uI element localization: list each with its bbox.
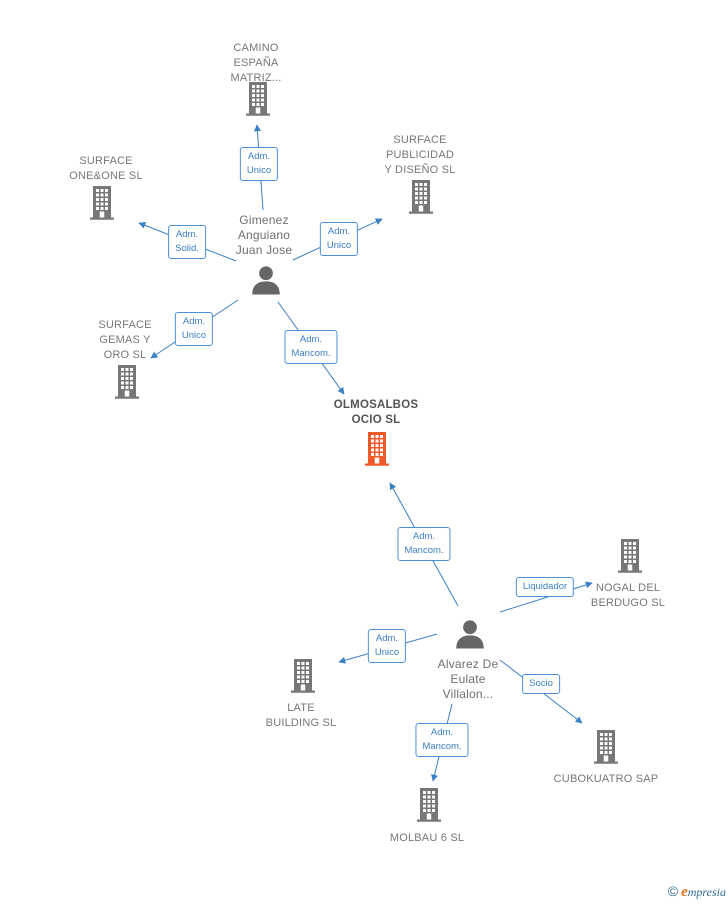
edge-label-alvarez-olmosalbos[interactable]: Adm. Mancom.	[397, 527, 451, 561]
building-icon[interactable]	[109, 364, 145, 405]
building-icon[interactable]	[403, 179, 439, 220]
node-label-molbau[interactable]: MOLBAU 6 SL	[389, 832, 465, 844]
building-icon[interactable]	[612, 538, 648, 579]
building-icon[interactable]	[588, 729, 624, 770]
edge-arrow	[499, 581, 593, 613]
building-icon[interactable]	[240, 81, 276, 122]
node-label-cubokuatro[interactable]: CUBOKUATRO SAP	[553, 773, 659, 785]
person-icon[interactable]	[251, 265, 281, 300]
brand-footer: ©empresia	[668, 883, 726, 901]
edge-label-alvarez-cubokuatro[interactable]: Socio	[522, 674, 560, 694]
building-icon[interactable]	[285, 658, 321, 699]
node-label-nogal[interactable]: NOGAL DEL BERDUGO SL	[590, 582, 666, 609]
brand-name: mpresia	[687, 885, 726, 899]
brand-logo-initial: e	[681, 884, 688, 900]
edge-label-gimenez-camino[interactable]: Adm. Unico	[239, 147, 279, 181]
edge-label-alvarez-molbau[interactable]: Adm. Mancom.	[415, 723, 469, 757]
building-icon[interactable]	[411, 787, 447, 828]
node-label-late[interactable]: LATE BUILDING SL	[265, 702, 337, 729]
edge-label-gimenez-surface_one[interactable]: Adm. Solid.	[168, 225, 206, 259]
node-label-surface-one[interactable]: SURFACE ONE&ONE SL	[69, 155, 143, 182]
node-label-surface-gemas[interactable]: SURFACE GEMAS Y ORO SL	[98, 319, 152, 361]
edge-label-gimenez-surface_pub[interactable]: Adm. Unico	[319, 222, 359, 256]
building-icon[interactable]	[84, 185, 120, 226]
edge-label-alvarez-nogal[interactable]: Liquidador	[515, 577, 575, 597]
edge-label-alvarez-late[interactable]: Adm. Unico	[367, 629, 407, 663]
copyright-icon: ©	[667, 883, 679, 899]
building-icon[interactable]	[359, 431, 395, 472]
edge-label-gimenez-surface_gemas[interactable]: Adm. Unico	[174, 312, 214, 346]
person-icon[interactable]	[455, 619, 485, 654]
node-label-olmosalbos[interactable]: OLMOSALBOS OCIO SL	[333, 399, 419, 426]
node-label-camino[interactable]: CAMINO ESPAÑA MATRIZ...	[230, 42, 282, 84]
edge-label-gimenez-olmosalbos[interactable]: Adm. Mancom.	[284, 330, 338, 364]
node-label-surface-pub[interactable]: SURFACE PUBLICIDAD Y DISEÑO SL	[384, 134, 456, 176]
node-label-alvarez[interactable]: Alvarez De Eulate Villalon...	[437, 657, 499, 701]
node-label-gimenez[interactable]: Gimenez Anguiano Juan Jose	[235, 213, 293, 257]
